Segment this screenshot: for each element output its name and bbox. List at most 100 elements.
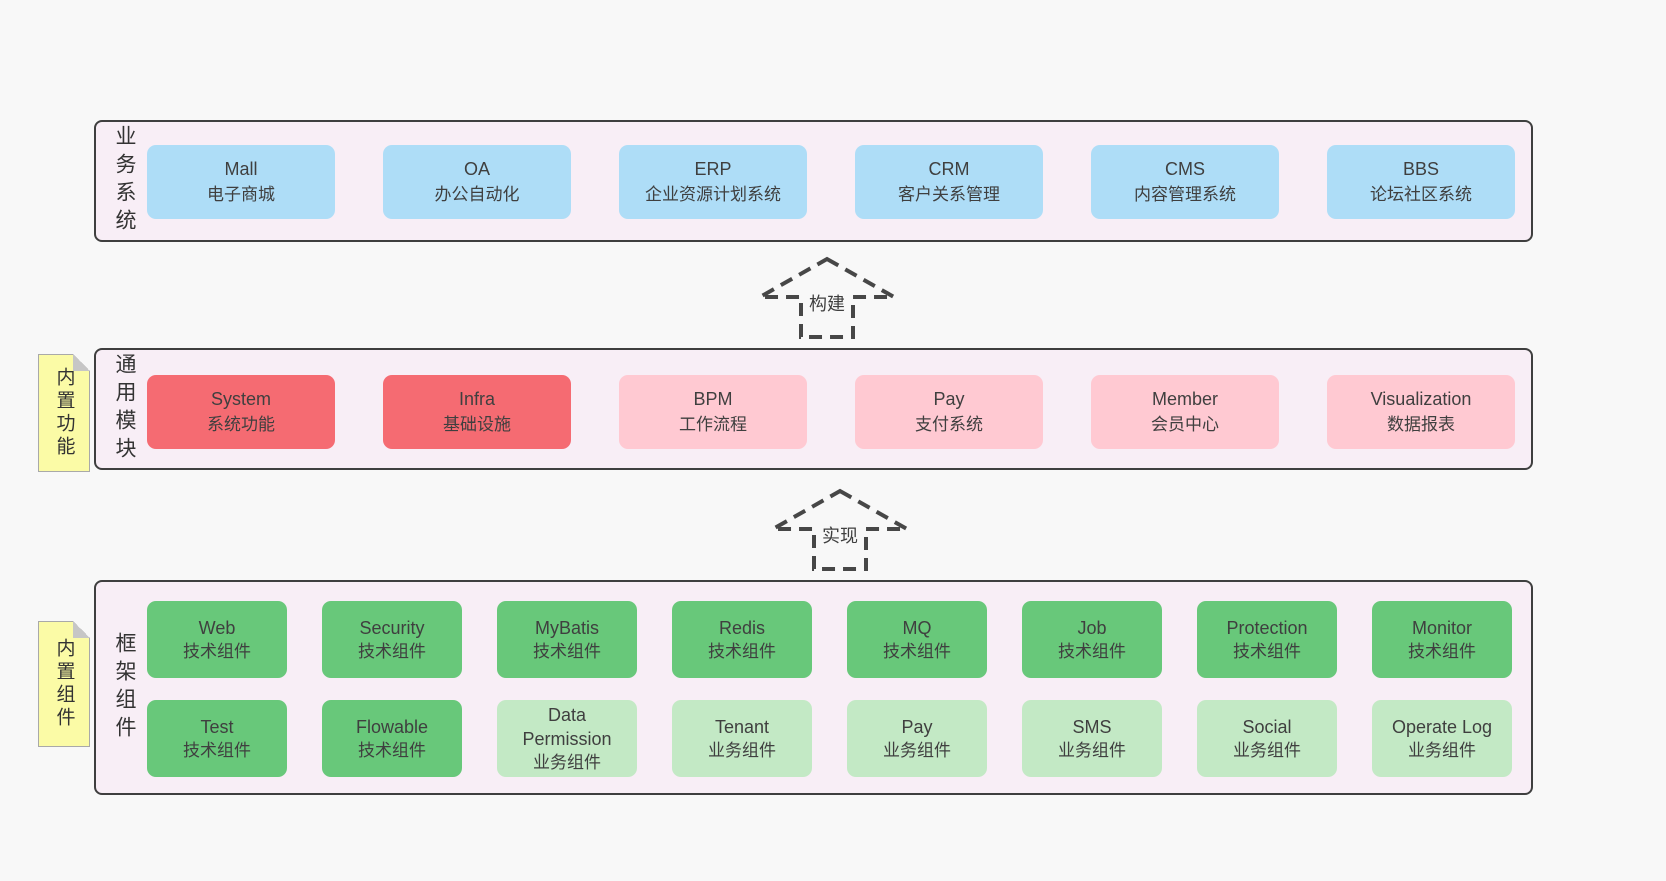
- box-social-desc: 业务组件: [1233, 740, 1301, 760]
- box-member: Member 会员中心: [1091, 375, 1279, 449]
- box-tenant: Tenant 业务组件: [672, 700, 812, 777]
- box-crm-desc: 客户关系管理: [898, 185, 1000, 204]
- box-tenant-name: Tenant: [714, 716, 770, 737]
- box-infra-desc: 基础设施: [443, 415, 511, 434]
- box-mq-desc: 技术组件: [883, 641, 951, 661]
- box-member-name: Member: [1151, 389, 1218, 409]
- box-data-permission-name: Data Permission: [522, 704, 612, 749]
- folded-corner-icon: [73, 354, 90, 371]
- common-modules-panel: 通用模块 System 系统功能 Infra 基础设施 BPM 工作流程 Pay…: [94, 348, 1533, 470]
- box-operate-log: Operate Log 业务组件: [1372, 700, 1512, 777]
- box-pay-component-desc: 业务组件: [883, 740, 951, 760]
- box-test: Test 技术组件: [147, 700, 287, 777]
- box-monitor: Monitor 技术组件: [1372, 601, 1512, 678]
- box-web: Web 技术组件: [147, 601, 287, 678]
- box-web-desc: 技术组件: [183, 641, 251, 661]
- box-protection-desc: 技术组件: [1233, 641, 1301, 661]
- box-mall-name: Mall: [224, 159, 258, 179]
- box-erp: ERP 企业资源计划系统: [619, 145, 807, 219]
- framework-components-row-1: Web 技术组件 Security 技术组件 MyBatis 技术组件 Redi…: [147, 601, 1512, 678]
- box-web-name: Web: [198, 617, 236, 638]
- box-mybatis-desc: 技术组件: [533, 641, 601, 661]
- box-cms: CMS 内容管理系统: [1091, 145, 1279, 219]
- box-bbs: BBS 论坛社区系统: [1327, 145, 1515, 219]
- box-bpm-desc: 工作流程: [679, 415, 747, 434]
- box-system: System 系统功能: [147, 375, 335, 449]
- framework-components-row-2: Test 技术组件 Flowable 技术组件 Data Permission …: [147, 700, 1512, 777]
- built-in-components-note-label: 内置组件: [53, 638, 75, 730]
- box-pay-module-name: Pay: [933, 389, 965, 409]
- box-erp-desc: 企业资源计划系统: [645, 185, 781, 204]
- folded-corner-icon: [73, 621, 90, 638]
- built-in-functions-note-label: 内置功能: [53, 367, 75, 459]
- box-sms-name: SMS: [1072, 716, 1112, 737]
- implement-arrow: 实现: [770, 487, 910, 573]
- box-member-desc: 会员中心: [1151, 415, 1219, 434]
- box-oa: OA 办公自动化: [383, 145, 571, 219]
- box-infra-name: Infra: [458, 389, 496, 409]
- business-systems-panel: 业务系统 Mall 电子商城 OA 办公自动化 ERP 企业资源计划系统 CRM…: [94, 120, 1533, 242]
- box-crm: CRM 客户关系管理: [855, 145, 1043, 219]
- built-in-components-note: 内置组件: [38, 621, 90, 747]
- box-mall: Mall 电子商城: [147, 145, 335, 219]
- box-oa-name: OA: [463, 159, 490, 179]
- box-redis-name: Redis: [718, 617, 766, 638]
- box-protection-name: Protection: [1226, 617, 1308, 638]
- box-flowable-name: Flowable: [355, 716, 429, 737]
- up-arrow-icon: [757, 256, 897, 339]
- box-pay-component-name: Pay: [901, 716, 933, 737]
- box-job-name: Job: [1077, 617, 1107, 638]
- business-systems-side-label: 业务系统: [113, 125, 136, 237]
- common-modules-side-label: 通用模块: [113, 353, 136, 465]
- box-sms-desc: 业务组件: [1058, 740, 1126, 760]
- box-oa-desc: 办公自动化: [434, 185, 520, 204]
- box-data-permission: Data Permission 业务组件: [497, 700, 637, 777]
- box-redis: Redis 技术组件: [672, 601, 812, 678]
- framework-components-side-label: 框架组件: [113, 631, 136, 744]
- box-operate-log-desc: 业务组件: [1408, 740, 1476, 760]
- box-visualization: Visualization 数据报表: [1327, 375, 1515, 449]
- implement-arrow-label: 实现: [819, 522, 861, 548]
- common-modules-row: System 系统功能 Infra 基础设施 BPM 工作流程 Pay 支付系统…: [147, 375, 1515, 449]
- box-monitor-desc: 技术组件: [1408, 641, 1476, 661]
- box-data-permission-desc: 业务组件: [533, 752, 601, 772]
- box-security-name: Security: [359, 617, 425, 638]
- box-security: Security 技术组件: [322, 601, 462, 678]
- box-infra: Infra 基础设施: [383, 375, 571, 449]
- box-social: Social 业务组件: [1197, 700, 1337, 777]
- framework-components-panel: 框架组件 Web 技术组件 Security 技术组件 MyBatis 技术组件…: [94, 580, 1533, 795]
- build-arrow-label: 构建: [806, 290, 848, 316]
- box-security-desc: 技术组件: [358, 641, 426, 661]
- box-pay-component: Pay 业务组件: [847, 700, 987, 777]
- box-cms-desc: 内容管理系统: [1134, 185, 1236, 204]
- box-cms-name: CMS: [1165, 159, 1205, 179]
- up-arrow-icon: [770, 488, 910, 571]
- box-bbs-desc: 论坛社区系统: [1370, 185, 1472, 204]
- box-social-name: Social: [1242, 716, 1292, 737]
- box-tenant-desc: 业务组件: [708, 740, 776, 760]
- box-bpm-name: BPM: [693, 389, 733, 409]
- box-pay-module: Pay 支付系统: [855, 375, 1043, 449]
- box-flowable-desc: 技术组件: [358, 740, 426, 760]
- box-redis-desc: 技术组件: [708, 641, 776, 661]
- box-protection: Protection 技术组件: [1197, 601, 1337, 678]
- box-flowable: Flowable 技术组件: [322, 700, 462, 777]
- box-system-name: System: [210, 389, 271, 409]
- box-visualization-name: Visualization: [1370, 389, 1472, 409]
- build-arrow: 构建: [757, 255, 897, 341]
- business-systems-row: Mall 电子商城 OA 办公自动化 ERP 企业资源计划系统 CRM 客户关系…: [147, 145, 1515, 219]
- box-sms: SMS 业务组件: [1022, 700, 1162, 777]
- box-operate-log-name: Operate Log: [1391, 716, 1493, 737]
- box-visualization-desc: 数据报表: [1387, 415, 1455, 434]
- box-mq-name: MQ: [902, 617, 932, 638]
- box-system-desc: 系统功能: [207, 415, 275, 434]
- box-mybatis: MyBatis 技术组件: [497, 601, 637, 678]
- box-monitor-name: Monitor: [1411, 617, 1473, 638]
- box-mybatis-name: MyBatis: [534, 617, 599, 638]
- box-job: Job 技术组件: [1022, 601, 1162, 678]
- box-bpm: BPM 工作流程: [619, 375, 807, 449]
- box-erp-name: ERP: [694, 159, 732, 179]
- box-bbs-name: BBS: [1402, 159, 1440, 179]
- box-test-desc: 技术组件: [183, 740, 251, 760]
- box-pay-module-desc: 支付系统: [915, 415, 983, 434]
